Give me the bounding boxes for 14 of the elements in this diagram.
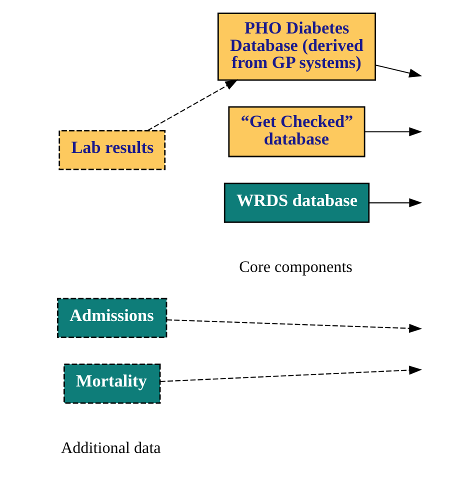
arrow	[160, 365, 422, 382]
node-box: WRDS database	[224, 182, 370, 222]
label: Core components	[239, 258, 352, 276]
label: Additional data	[60, 440, 161, 457]
node-box: Lab results	[58, 129, 166, 170]
arrow	[166, 318, 422, 332]
node-box: PHO Diabetes Database (derived from GP systems)	[217, 12, 376, 80]
arrow	[147, 78, 238, 131]
arrow	[369, 198, 422, 207]
node-box: “Get Checked” database	[228, 106, 366, 157]
node-box: Mortality	[64, 363, 161, 404]
arrow	[364, 126, 422, 136]
arrow	[375, 64, 422, 78]
node-box: Admissions	[57, 297, 168, 338]
